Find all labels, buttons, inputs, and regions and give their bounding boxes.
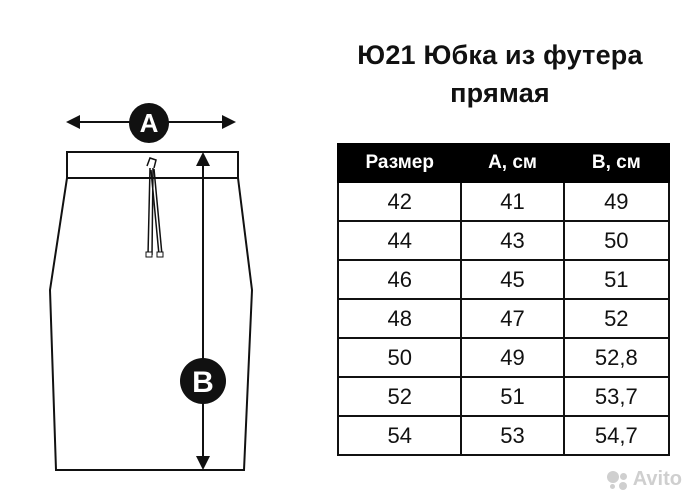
- table-row: 46 45 51: [336, 259, 671, 300]
- cell-b: 51: [562, 259, 671, 300]
- table-row: 52 51 53,7: [336, 376, 671, 417]
- cell-b: 52,8: [562, 337, 671, 378]
- title-line-1: Ю21 Юбка из футера: [357, 40, 643, 70]
- cell-b: 52: [562, 298, 671, 339]
- table-row: 50 49 52,8: [336, 337, 671, 378]
- cell-a: 53: [460, 415, 565, 456]
- cell-size: 50: [336, 337, 463, 378]
- cell-size: 48: [336, 298, 463, 339]
- header-a: А, см: [460, 143, 565, 183]
- cell-size: 42: [336, 181, 463, 222]
- cell-b: 53,7: [562, 376, 671, 417]
- watermark-text: Avito: [632, 468, 682, 490]
- cell-a: 51: [460, 376, 565, 417]
- label-a-circle: [129, 103, 169, 143]
- skirt-outline: [48, 151, 254, 471]
- cell-a: 45: [460, 259, 565, 300]
- cell-a: 43: [460, 220, 565, 261]
- cell-b: 54,7: [562, 415, 671, 456]
- cell-size: 44: [336, 220, 463, 261]
- cell-size: 52: [336, 376, 463, 417]
- label-a: A: [140, 108, 159, 138]
- header-size: Размер: [336, 143, 463, 183]
- page-title: Ю21 Юбка из футера прямая: [330, 36, 670, 112]
- table-row: 48 47 52: [336, 298, 671, 339]
- table-row: 44 43 50: [336, 220, 671, 261]
- table-row: 54 53 54,7: [336, 415, 671, 456]
- label-b-circle: [180, 358, 226, 404]
- label-b: B: [192, 366, 214, 399]
- cell-a: 41: [460, 181, 565, 222]
- table-row: 42 41 49: [336, 181, 671, 222]
- length-arrow-b: [196, 152, 210, 470]
- cell-size: 54: [336, 415, 463, 456]
- title-line-2: прямая: [450, 78, 550, 108]
- cell-a: 47: [460, 298, 565, 339]
- cell-b: 50: [562, 220, 671, 261]
- size-table: Размер А, см В, см 42 41 49 44 43 50 46 …: [336, 143, 671, 456]
- drawstring-icon: [145, 157, 164, 258]
- skirt-diagram: A B: [48, 103, 254, 471]
- avito-watermark: Avito: [606, 468, 682, 491]
- table-header-row: Размер А, см В, см: [336, 143, 671, 183]
- cell-b: 49: [562, 181, 671, 222]
- avito-logo-icon: [606, 470, 629, 490]
- cell-a: 49: [460, 337, 565, 378]
- header-b: В, см: [562, 143, 671, 183]
- cell-size: 46: [336, 259, 463, 300]
